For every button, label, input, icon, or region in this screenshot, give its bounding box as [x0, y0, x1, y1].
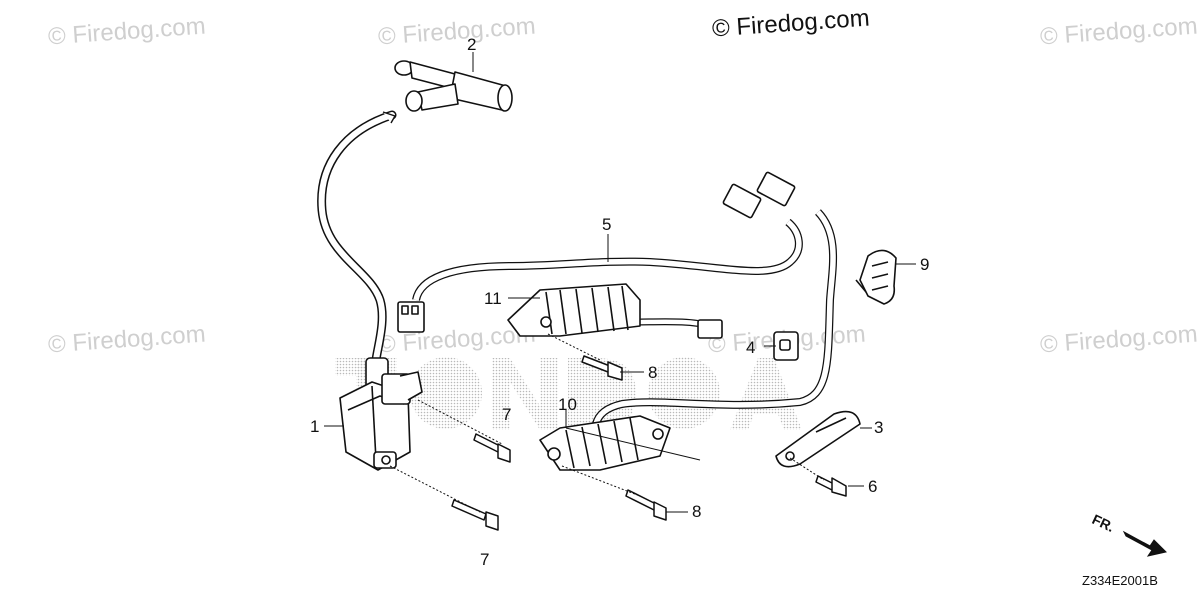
- front-direction-arrow: [1122, 530, 1167, 557]
- callout-7-upper: 7: [502, 405, 512, 424]
- leader-lines: [324, 52, 916, 513]
- callout-4: 4: [746, 338, 756, 357]
- callout-9: 9: [920, 255, 930, 274]
- bolt-6: [815, 475, 847, 497]
- bracket-plate: [775, 410, 861, 468]
- callout-8-upper: 8: [648, 363, 658, 382]
- diagram-code: Z334E2001B: [1082, 573, 1158, 588]
- callout-11: 11: [484, 289, 502, 308]
- callout-5: 5: [602, 215, 612, 234]
- harness-connectors: [397, 171, 796, 339]
- ignition-coil: [339, 357, 423, 471]
- background-logo-mark: [335, 357, 802, 430]
- bolt-7-lower: [451, 499, 499, 531]
- callout-7-lower: 7: [480, 550, 490, 569]
- callout-8-lower: 8: [692, 502, 702, 521]
- ignition-lead: [317, 110, 397, 365]
- grommet: [773, 331, 799, 361]
- bolt-8-upper: [581, 355, 623, 381]
- bolts: [451, 355, 847, 531]
- cord-clamp: [855, 249, 897, 305]
- bolt-8-lower: [625, 489, 667, 521]
- charge-coil-upper: [507, 283, 641, 337]
- charge-coil-lower: [539, 415, 671, 471]
- callout-6: 6: [868, 477, 878, 496]
- callout-3: 3: [874, 418, 884, 437]
- callout-10: 10: [558, 395, 577, 414]
- spark-plug-cap: [394, 60, 513, 112]
- bolt-7-upper: [473, 433, 511, 463]
- callout-2: 2: [467, 35, 477, 54]
- callout-1: 1: [310, 417, 320, 436]
